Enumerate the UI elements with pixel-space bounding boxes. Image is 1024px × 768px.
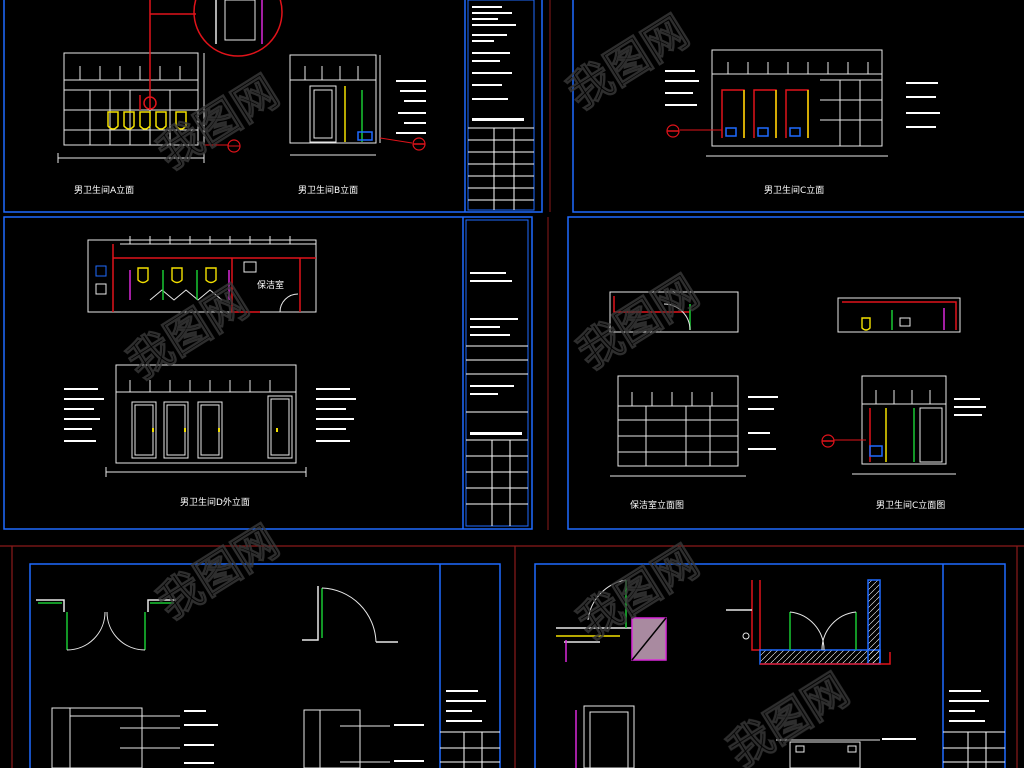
- plan-janitor: [609, 291, 739, 333]
- caption-janitor-elevation: 保洁室立面图: [630, 499, 684, 511]
- plan-men-restroom: [87, 236, 317, 313]
- watermark-text: 我图网: [149, 66, 288, 179]
- elevation-men-c: [706, 49, 888, 157]
- detail-base-section: [776, 739, 880, 768]
- notes-base: [882, 738, 916, 740]
- detail-partition-section-right: [303, 709, 390, 768]
- watermark-text: 我图网: [559, 6, 698, 119]
- notes-women-c: [954, 398, 986, 416]
- elevation-women-c: [852, 375, 956, 475]
- detail-partition-section-left: [51, 707, 180, 768]
- detail-double-door-plan: [36, 599, 176, 651]
- caption-men-a: 男卫生间A立面: [74, 184, 134, 196]
- notes-men-c: [665, 70, 940, 128]
- watermark-text: 我图网: [569, 266, 708, 379]
- watermark-text: 我图网: [149, 516, 288, 629]
- room-label-janitor: 保洁室: [257, 279, 284, 291]
- caption-men-b: 男卫生间B立面: [298, 184, 358, 196]
- callout-tag-a: [204, 139, 241, 153]
- elevation-men-d: [105, 364, 307, 477]
- title-block-middle: [465, 219, 529, 527]
- detail-callout-circle: [193, 0, 283, 57]
- stalls-men-c: [666, 89, 809, 138]
- title-block-bottom-right: [943, 690, 1005, 768]
- caption-men-c: 男卫生间C立面: [764, 184, 824, 196]
- notes-men-b: [396, 80, 426, 134]
- plan-women: [837, 297, 961, 333]
- detail-single-door-plan: [302, 586, 398, 643]
- watermark-text: 我图网: [719, 664, 858, 768]
- caption-men-d: 男卫生间D外立面: [180, 496, 250, 508]
- title-block-bottom-left: [440, 690, 500, 768]
- elevation-men-b-accents: [344, 86, 426, 151]
- detail-shower-double-door: [726, 579, 891, 665]
- elevation-men-d-handles: [152, 428, 278, 432]
- title-block-top: [467, 0, 535, 211]
- caption-women-c: 男卫生间C立面图: [876, 499, 945, 511]
- notes-partition: [184, 710, 424, 764]
- urinals-men-a: [107, 0, 196, 130]
- watermark-text: 我图网: [119, 276, 258, 389]
- elevation-men-a: [57, 52, 205, 163]
- detail-door-jamb: [556, 579, 667, 662]
- detail-frame-section: [575, 705, 635, 768]
- elevation-women-c-accents: [821, 408, 915, 462]
- elevation-janitor: [610, 375, 746, 477]
- notes-janitor: [748, 396, 778, 450]
- notes-men-d: [64, 388, 356, 442]
- elevation-men-b: [289, 54, 381, 156]
